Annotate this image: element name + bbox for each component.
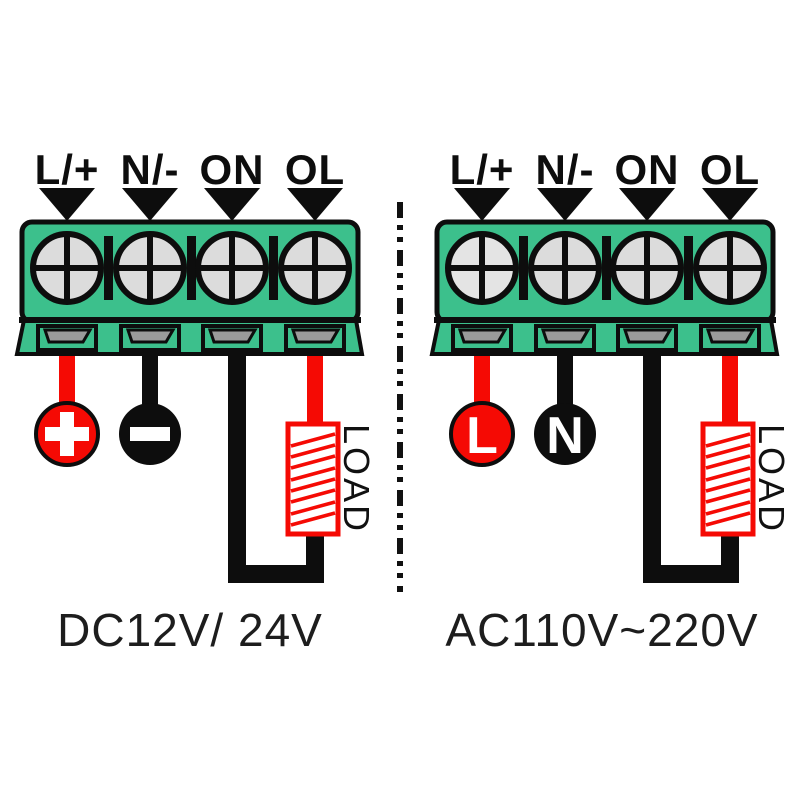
arrow-down-icon [702, 188, 758, 221]
wire-slot [451, 324, 513, 352]
arrow-down-icon [39, 188, 95, 221]
load-resistor: LOAD [700, 421, 792, 537]
screw-terminal [30, 231, 104, 305]
wire-red-ol [307, 345, 323, 435]
wire-slot [284, 324, 346, 352]
minus-icon [119, 403, 181, 465]
wire-black-on-loop [228, 345, 324, 583]
screw-divider [519, 236, 528, 300]
live-letter: L [466, 407, 498, 465]
terminal-block [14, 219, 365, 356]
arrow-down-icon [619, 188, 675, 221]
panel-ac: L/+ N/- ON OL [429, 146, 792, 656]
arrow-down-icon [204, 188, 260, 221]
screw-terminal [195, 231, 269, 305]
screw-divider [187, 236, 196, 300]
resistor-winding [705, 432, 751, 527]
resistor-winding [290, 432, 336, 527]
terminal-label-l-plus: L/+ [450, 146, 515, 193]
screw-terminal [113, 231, 187, 305]
wire-slot [36, 324, 98, 352]
neutral-circle: N [534, 403, 596, 465]
terminal-label-n-minus: N/- [121, 146, 180, 193]
live-circle: L [449, 401, 515, 467]
ac-caption: AC110V~220V [445, 604, 758, 656]
terminal-label-n-minus: N/- [536, 146, 595, 193]
terminal-label-on: ON [200, 146, 265, 193]
arrow-down-icon [537, 188, 593, 221]
wire-red-positive [59, 345, 75, 407]
terminal-label-l-plus: L/+ [35, 146, 100, 193]
wire-black-on-loop [643, 345, 739, 583]
screw-terminal [445, 231, 519, 305]
wire-slot [534, 324, 596, 352]
wire-black-neutral [557, 345, 573, 407]
wire-slot [201, 324, 263, 352]
wire-black-negative [142, 345, 158, 407]
wire-slot [699, 324, 761, 352]
screw-divider [602, 236, 611, 300]
dc-caption: DC12V/ 24V [57, 604, 323, 656]
wire-slot [616, 324, 678, 352]
screw-divider [684, 236, 693, 300]
screw-terminal [610, 231, 684, 305]
wire-red-live [474, 345, 490, 407]
neutral-letter: N [546, 407, 584, 465]
load-resistor: LOAD [285, 421, 377, 537]
terminal-block [429, 219, 780, 356]
terminal-label-on: ON [615, 146, 680, 193]
screw-terminal [528, 231, 602, 305]
terminal-label-ol: OL [700, 146, 760, 193]
arrow-down-icon [454, 188, 510, 221]
arrow-down-icon [122, 188, 178, 221]
screw-divider [104, 236, 113, 300]
load-label: LOAD [751, 424, 792, 534]
load-label: LOAD [336, 424, 377, 534]
wire-slot [119, 324, 181, 352]
screw-terminal [693, 231, 767, 305]
plus-icon [34, 401, 100, 467]
screw-divider [269, 236, 278, 300]
screw-terminal [278, 231, 352, 305]
arrow-down-icon [287, 188, 343, 221]
terminal-label-ol: OL [285, 146, 345, 193]
wire-red-ol [722, 345, 738, 435]
panel-dc: L/+ N/- ON OL [14, 146, 377, 656]
